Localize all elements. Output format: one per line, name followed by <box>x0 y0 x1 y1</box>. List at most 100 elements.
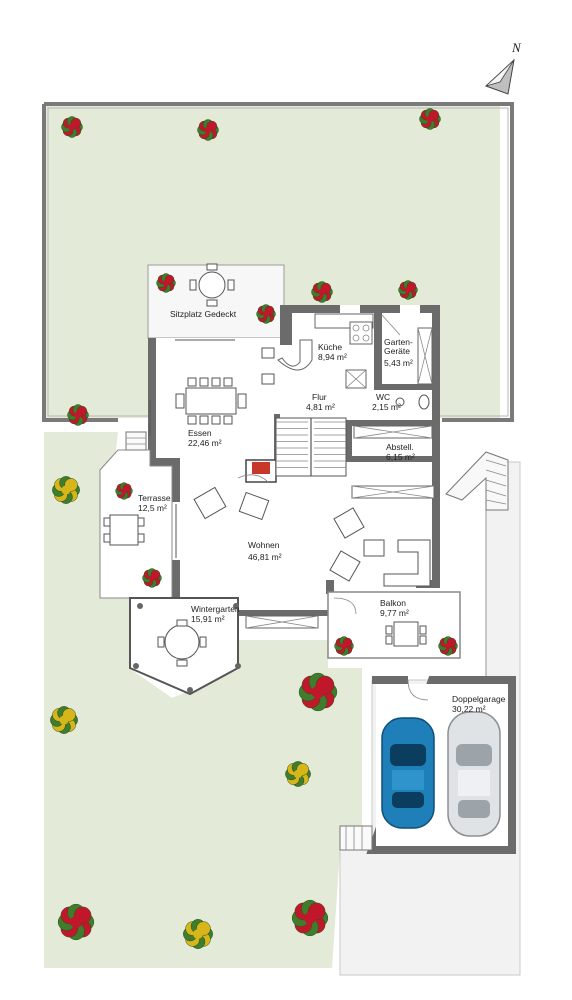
room-name-wc: WC <box>376 392 390 402</box>
chair <box>237 393 247 409</box>
chair <box>189 279 197 291</box>
chair <box>211 415 221 425</box>
blue-car-icon <box>381 717 435 829</box>
windows <box>149 339 235 558</box>
room-area-gartengeraete: 5,43 m² <box>384 358 413 368</box>
kitchen <box>261 313 374 389</box>
fireplace-fire-icon <box>252 462 270 474</box>
yellow-shrub-icon <box>183 919 213 949</box>
garden-boundary-wall <box>44 102 514 422</box>
room-name-flur: Flur <box>312 392 327 402</box>
room-area-doppelgarage: 30,22 m² <box>452 704 486 714</box>
rug-edge <box>237 474 269 483</box>
wall-abstell-north <box>346 420 440 426</box>
round-table <box>198 271 226 299</box>
balcony <box>327 591 461 659</box>
burner-icon <box>362 324 370 332</box>
exterior-stair <box>445 451 509 511</box>
yellow-shrub-icon <box>50 706 78 734</box>
room-name-doppelgarage: Doppelgarage <box>452 694 506 704</box>
wall-kitchen-east <box>374 305 382 385</box>
toilet-icon <box>418 394 430 410</box>
walls <box>148 305 440 616</box>
chair <box>227 279 235 291</box>
chair <box>385 625 393 635</box>
north-arrow-highlight <box>485 59 515 87</box>
plants <box>50 108 458 949</box>
yellow-shrub-icon <box>52 476 80 504</box>
chair <box>206 263 218 271</box>
bar-stool <box>261 347 275 359</box>
chair <box>385 635 393 645</box>
wall-west-essen <box>148 338 156 466</box>
balcony-table <box>393 621 419 647</box>
red-flower-shrub-icon <box>438 636 458 656</box>
wc <box>395 394 430 410</box>
chair <box>211 377 221 387</box>
burner-icon <box>352 324 360 332</box>
room-area-essen: 22,46 m² <box>188 438 222 448</box>
garage-door-swing <box>407 679 429 701</box>
chair <box>419 635 427 645</box>
red-flower-shrub-icon <box>156 273 176 293</box>
garage-steps <box>339 825 373 851</box>
red-flower-shrub-icon <box>57 903 95 941</box>
wall-wc-north <box>374 384 440 390</box>
sofa <box>383 539 431 587</box>
chair <box>176 659 188 667</box>
coffee-table <box>363 539 385 557</box>
kitchen-bar <box>277 339 313 371</box>
exterior-stairs <box>445 451 509 511</box>
room-name-abstell: Abstell. <box>386 442 414 452</box>
red-flower-shrub-icon <box>298 672 338 712</box>
armchair <box>193 486 227 520</box>
room-labels: Sitzplatz Gedeckt Küche 8,94 m² Garten-G… <box>138 309 506 714</box>
silver-car-icon <box>447 711 501 837</box>
room-name-gartengeraete: Garten-Geräte <box>384 337 413 356</box>
red-flower-shrub-icon <box>67 404 89 426</box>
chair <box>103 517 111 527</box>
chair <box>187 377 197 387</box>
terrace-table <box>109 514 139 546</box>
room-name-essen: Essen <box>188 428 212 438</box>
red-flower-shrub-icon <box>291 899 329 937</box>
chair <box>206 299 218 307</box>
red-flower-shrub-icon <box>256 304 276 324</box>
room-name-balkon: Balkon <box>380 598 406 608</box>
compass: N <box>485 40 522 95</box>
armchair <box>333 507 365 539</box>
chair <box>419 625 427 635</box>
wall <box>326 580 334 594</box>
room-area-wc: 2,15 m² <box>372 402 401 412</box>
chair <box>223 377 233 387</box>
room-name-wintergarten: Wintergarten <box>191 604 240 614</box>
red-flower-shrub-icon <box>61 116 83 138</box>
red-flower-shrub-icon <box>142 568 162 588</box>
staircase <box>275 417 347 477</box>
wall-north-kitchen <box>280 305 340 313</box>
wall <box>172 462 180 502</box>
door-swing <box>381 314 401 336</box>
armchair <box>329 550 361 582</box>
dining-table <box>185 387 237 415</box>
dining-set <box>175 377 247 425</box>
chair <box>137 533 145 543</box>
bar-stool <box>261 373 275 385</box>
chair <box>187 415 197 425</box>
winter-garden <box>129 597 319 696</box>
room-name-terrasse: Terrasse <box>138 493 171 503</box>
garden-boundary-wall-west <box>42 104 118 422</box>
yellow-shrub-icon <box>285 761 311 787</box>
room-area-kueche: 8,94 m² <box>318 352 347 362</box>
room-area-wintergarten: 15,91 m² <box>191 614 225 624</box>
red-flower-shrub-icon <box>419 108 441 130</box>
sink-icon <box>395 397 405 407</box>
burner-icon <box>362 334 370 342</box>
burner-icon <box>352 334 360 342</box>
garden-tools-room <box>381 314 433 385</box>
chair <box>175 393 185 409</box>
chair <box>157 636 165 648</box>
wall-north <box>420 305 440 313</box>
chair <box>103 533 111 543</box>
